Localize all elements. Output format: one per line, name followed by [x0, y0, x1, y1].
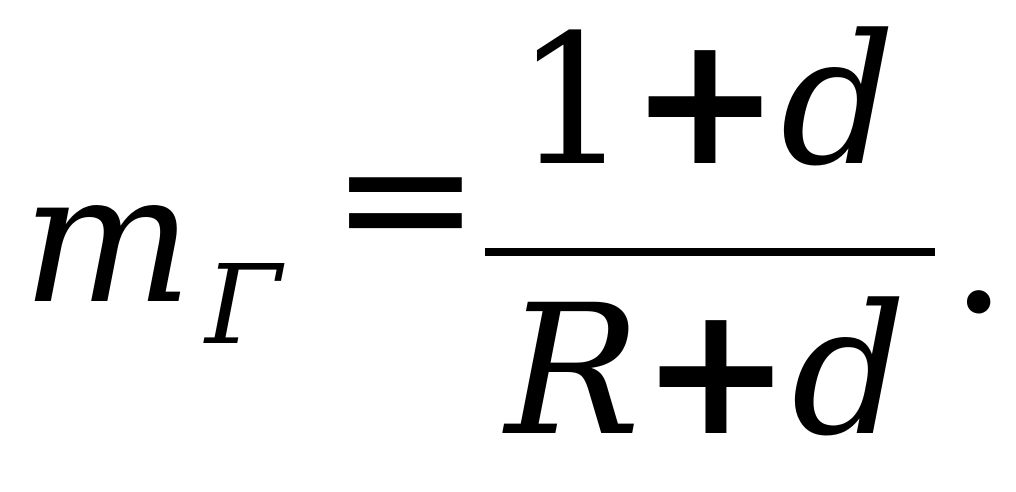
numerator: 1+d [515, 12, 896, 192]
denominator-plus: + [640, 267, 792, 476]
denominator-term-d: d [791, 267, 907, 476]
denominator-term-r: R [505, 267, 641, 476]
period: . [950, 145, 1008, 354]
numerator-term-d: d [780, 0, 896, 206]
numerator-term-1: 1 [515, 0, 630, 206]
equals-sign: = [330, 93, 481, 302]
numerator-plus: + [629, 0, 781, 206]
lhs-subscript: Γ [205, 241, 282, 369]
lhs-symbol: m [22, 135, 193, 344]
fraction-bar [485, 248, 935, 256]
denominator: R+d [505, 282, 907, 462]
